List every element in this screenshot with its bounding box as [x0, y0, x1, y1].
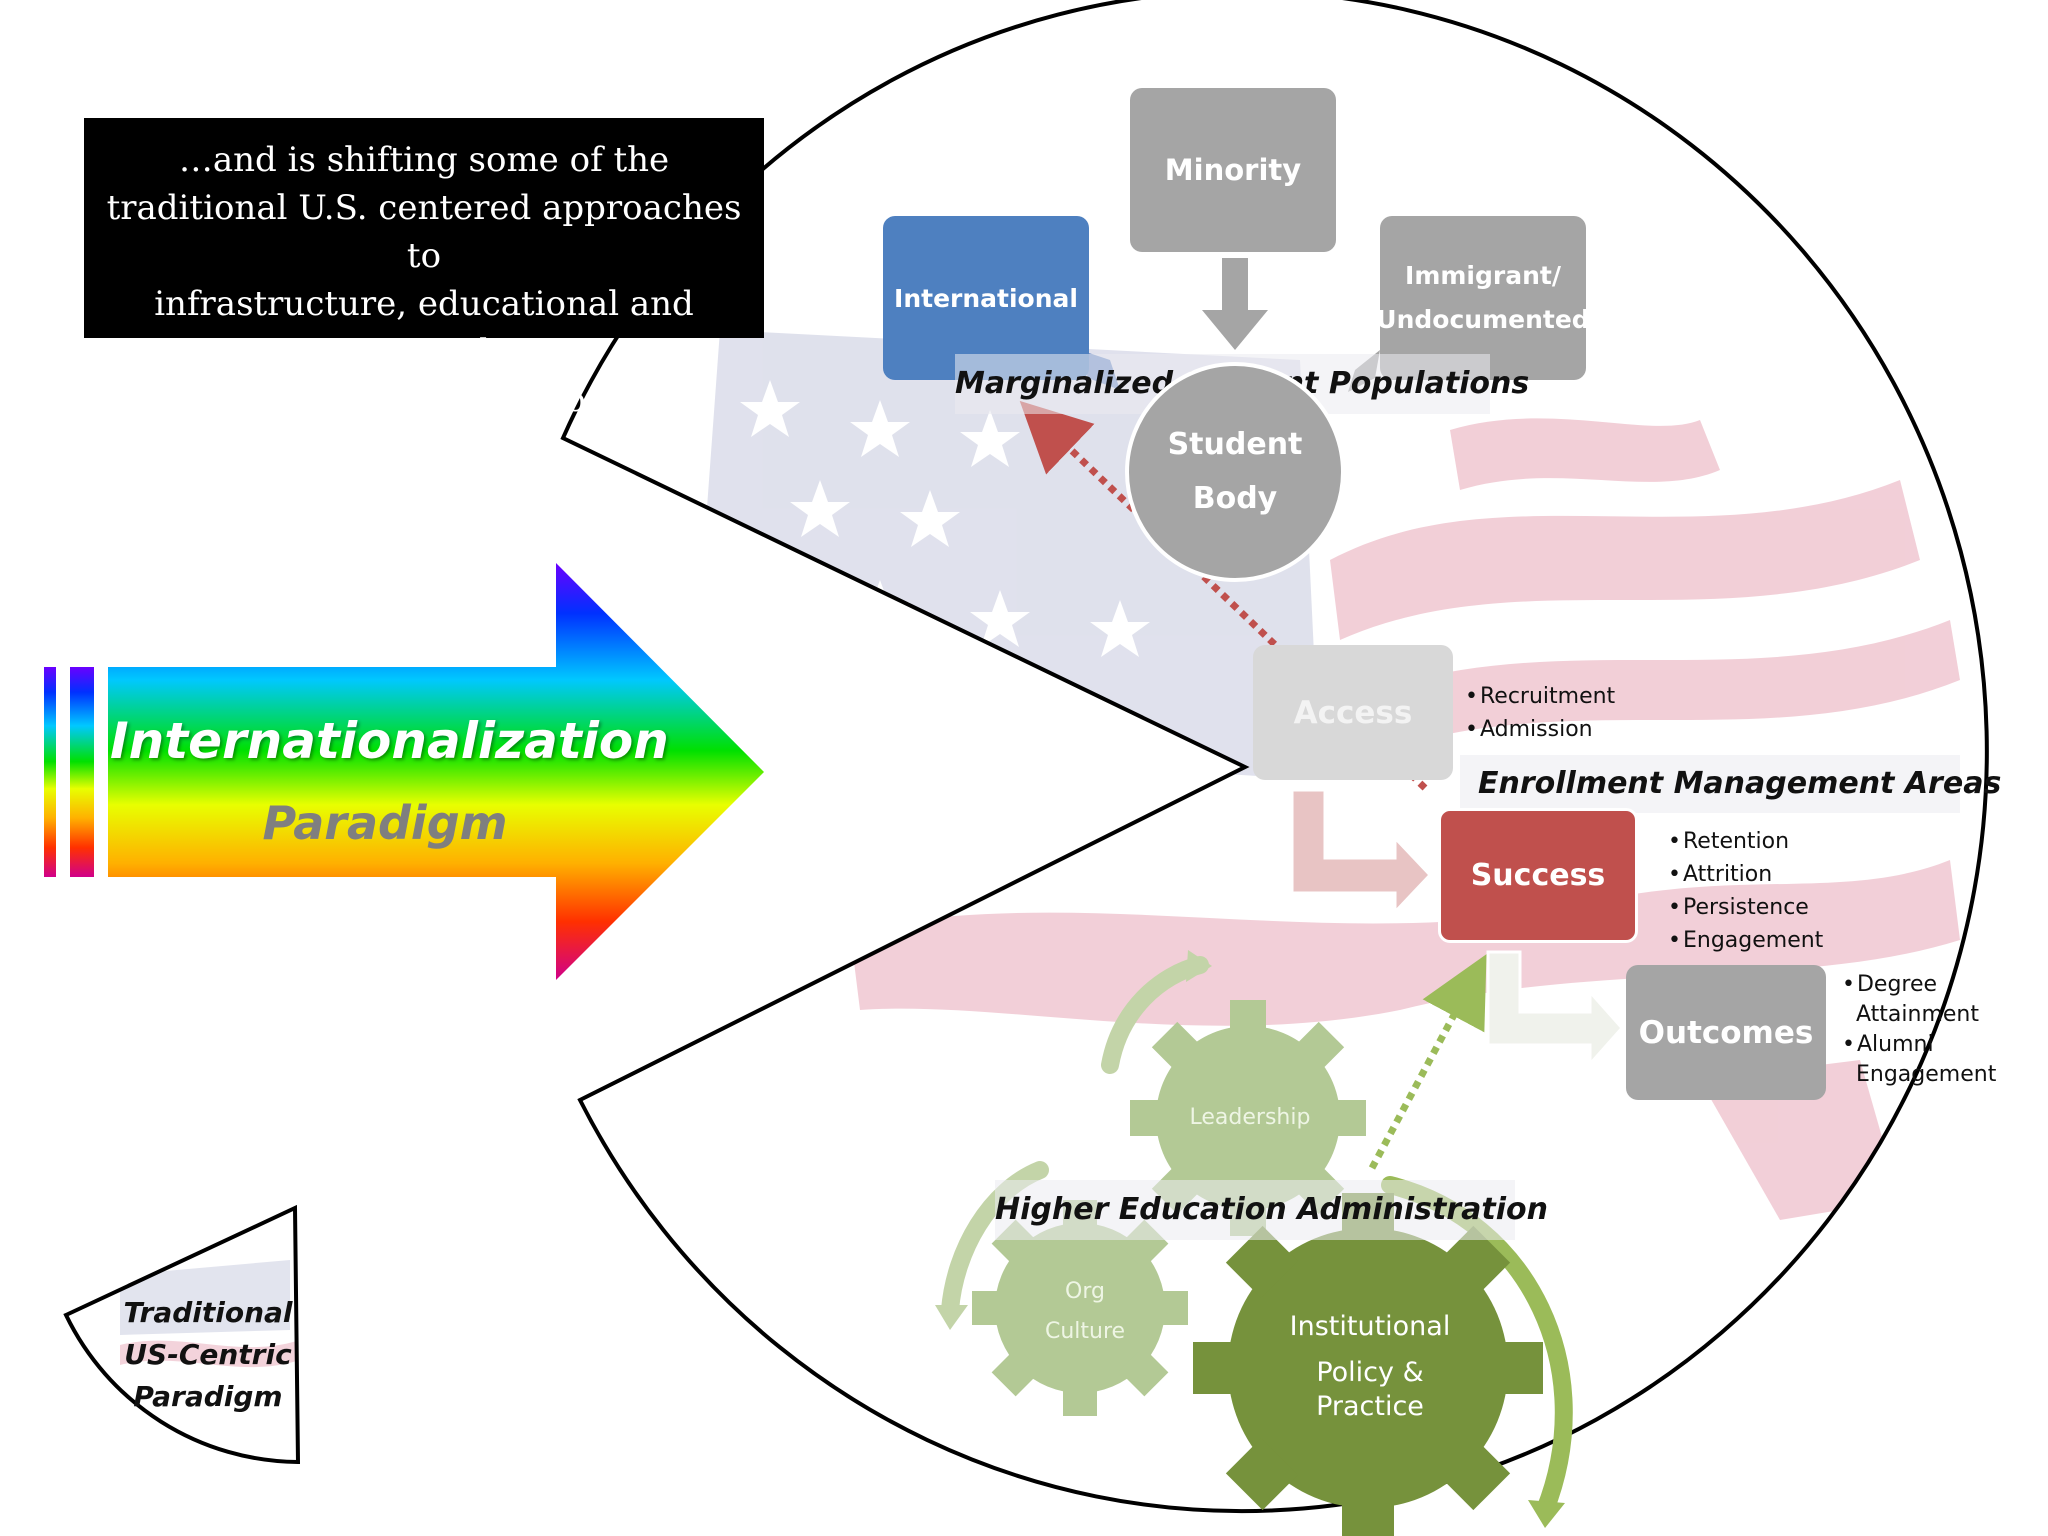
- bullet-item: Persistence: [1668, 891, 1823, 924]
- international-label: International: [894, 283, 1078, 313]
- green-dotted-arrow: [1368, 954, 1487, 1170]
- immigrant-label-line1: Immigrant/: [1405, 261, 1561, 290]
- bullet-item: Alumni: [1842, 1030, 1996, 1060]
- arrow-line2: Paradigm: [262, 796, 508, 850]
- rainbow-arrow-icon: [44, 563, 764, 980]
- inst-line3: Practice: [1316, 1391, 1424, 1422]
- org-line1: Org: [1065, 1279, 1105, 1304]
- access-box: Access: [1253, 645, 1453, 780]
- bullet-item: Retention: [1668, 825, 1823, 858]
- minority-label: Minority: [1164, 153, 1302, 187]
- quote-line: …and is shifting some of the: [178, 140, 670, 180]
- minority-box: Minority: [1130, 88, 1336, 252]
- bullet-item: Engagement: [1668, 924, 1823, 957]
- org-line2: Culture: [1044, 1319, 1126, 1344]
- higher-ed-admin-label: Higher Education Administration: [995, 1180, 1548, 1240]
- access-label: Access: [1293, 694, 1413, 731]
- student-body-line2: Body: [1192, 481, 1278, 516]
- quote-line: traditional U.S. centered approaches to: [106, 188, 742, 276]
- bullet-item-cont: Attainment: [1856, 1002, 1979, 1027]
- enrollment-elbow-arrows: [1290, 788, 1625, 1068]
- arrow-line1: Internationalization: [110, 712, 669, 770]
- pacman-outline: [560, 0, 1989, 1514]
- trad-line3: Paradigm: [133, 1380, 283, 1413]
- student-body-line1: Student: [1167, 427, 1303, 462]
- outcomes-box: Outcomes: [1626, 965, 1826, 1100]
- leadership-label: Leadership: [1189, 1105, 1311, 1130]
- red-dotted-arrow: [1019, 400, 1428, 791]
- immigrant-label-line2: Undocumented: [1376, 305, 1590, 334]
- quote-box: …and is shifting some of the traditional…: [84, 118, 764, 420]
- student-body-circle: Student Body: [1125, 362, 1345, 582]
- inst-line1: Institutional: [1289, 1311, 1451, 1342]
- bullet-item: Degree: [1842, 970, 1996, 1000]
- success-label: Success: [1470, 858, 1606, 893]
- success-bullets: Retention Attrition Persistence Engageme…: [1668, 825, 1823, 957]
- access-bullets: Recruitment Admission: [1465, 680, 1615, 746]
- trad-line2: US-Centric: [124, 1338, 292, 1371]
- internationalization-paradigm-label: Internationalization Paradigm: [110, 700, 669, 864]
- bullet-item: Admission: [1465, 713, 1615, 746]
- bullet-item: Attrition: [1668, 858, 1823, 891]
- bullet-item-cont: Engagement: [1856, 1062, 1997, 1087]
- outcomes-label: Outcomes: [1638, 1014, 1814, 1051]
- institutional-policy-label: Institutional Policy & Practice: [1250, 1310, 1490, 1424]
- international-box: International: [883, 216, 1089, 380]
- outcomes-bullets: Degree Attainment Alumni Engagement: [1842, 970, 1996, 1090]
- inst-line2: Policy &: [1316, 1357, 1424, 1388]
- org-culture-label: Org Culture: [1010, 1272, 1160, 1352]
- immigrant-box: Immigrant/ Undocumented: [1376, 216, 1590, 380]
- quote-line: goals in a globalized economy.: [162, 380, 686, 420]
- quote-line: infrastructure, educational and outreach: [154, 284, 694, 372]
- bullet-item: Recruitment: [1465, 680, 1615, 713]
- enrollment-management-label: Enrollment Management Areas: [1460, 755, 2001, 813]
- traditional-paradigm-label: Traditional US-Centric Paradigm: [108, 1292, 308, 1418]
- trad-line1: Traditional: [123, 1296, 293, 1329]
- success-box: Success: [1438, 808, 1638, 943]
